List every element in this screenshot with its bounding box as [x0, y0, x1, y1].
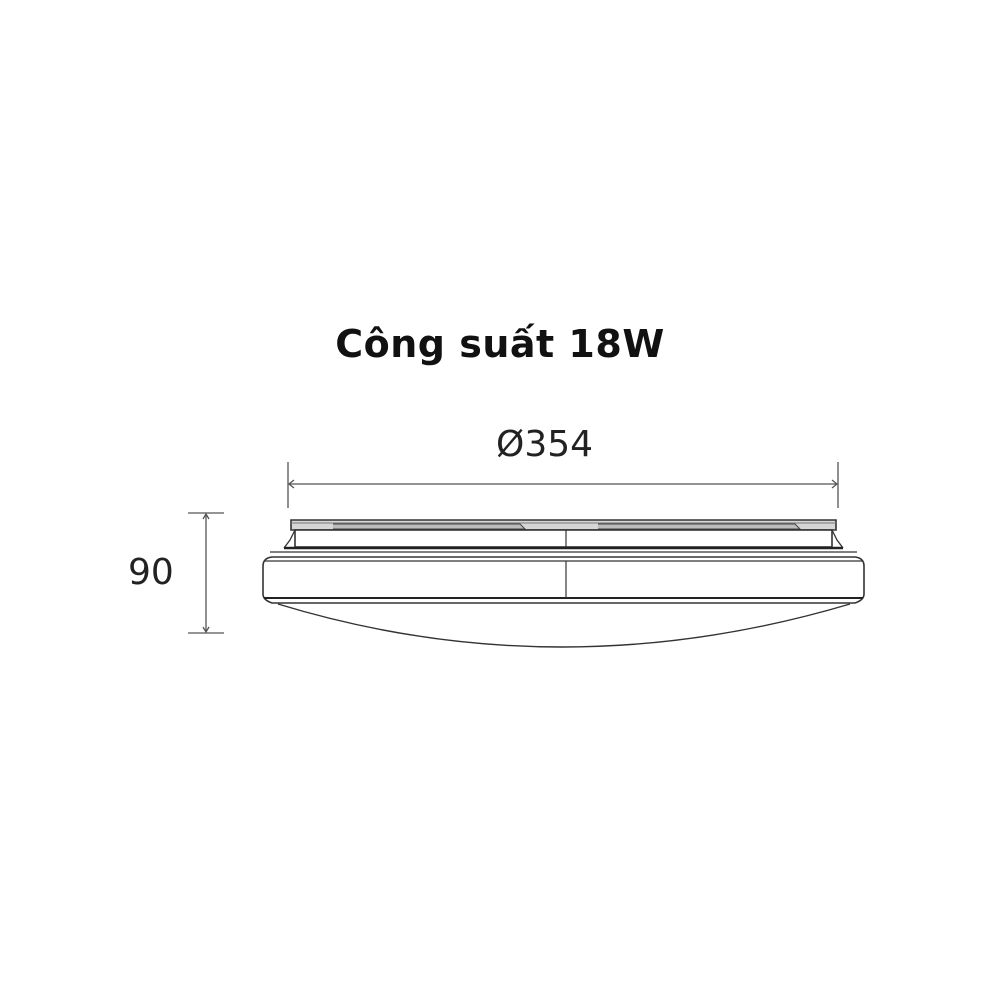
diameter-label: Ø354	[496, 424, 594, 465]
height-dimension-line	[188, 512, 224, 634]
diameter-dimension-line	[287, 462, 839, 508]
power-title: Công suất 18W	[335, 322, 665, 366]
height-label: 90	[128, 552, 174, 593]
lamp-body	[262, 519, 865, 648]
